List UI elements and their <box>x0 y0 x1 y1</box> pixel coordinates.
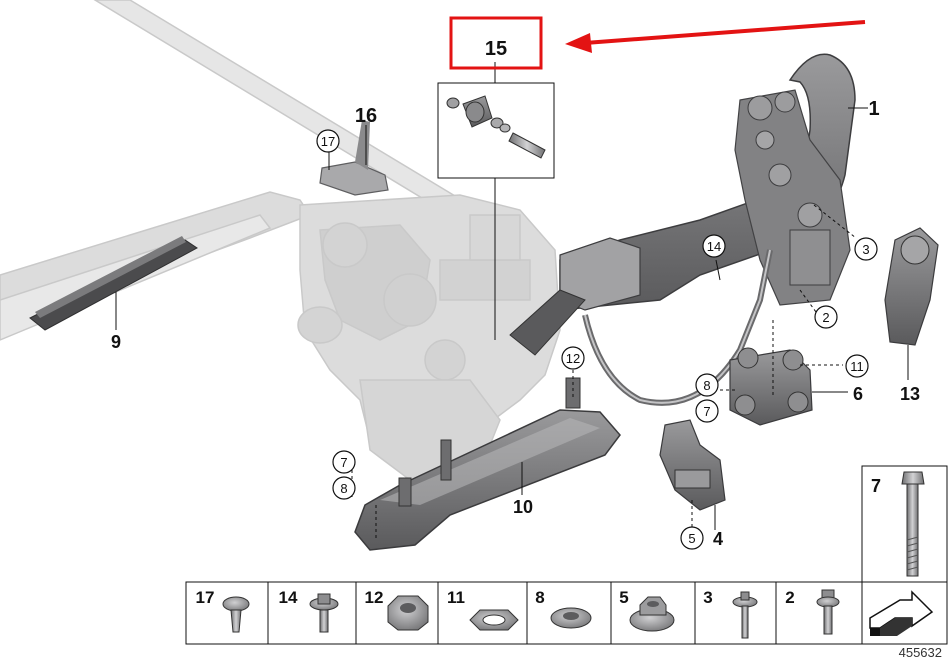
callout-16: 16 <box>355 105 377 127</box>
callout-circle-2: 2 <box>814 305 838 329</box>
legend-part-5-nut[interactable] <box>629 596 675 632</box>
ghost-seat-frame <box>0 0 561 481</box>
part-10-crossmember[interactable] <box>354 370 621 551</box>
legend-label-5: 5 <box>619 588 628 607</box>
legend-label-2: 12 <box>365 588 384 607</box>
part-link-arm <box>494 178 586 356</box>
callout-circle-14: 14 <box>702 234 726 258</box>
callout-circle-8-right: 8 <box>695 373 719 397</box>
legend-label-4: 8 <box>535 588 544 607</box>
callout-9: 9 <box>111 332 121 352</box>
highlighted-part-number: 15 <box>485 38 507 60</box>
direction-arrow-icon <box>869 590 934 636</box>
part-15-detail-box[interactable] <box>437 62 555 179</box>
legend-part-8-washer[interactable] <box>550 607 592 629</box>
part-1-frame[interactable] <box>559 53 868 406</box>
svg-text:7: 7 <box>340 455 347 470</box>
svg-text:8: 8 <box>703 378 710 393</box>
callout-circle-7-right: 7 <box>695 399 719 423</box>
callout-13: 13 <box>900 384 920 404</box>
callout-6: 6 <box>853 384 863 404</box>
callout-circle-17: 17 <box>316 129 340 153</box>
callout-circle-5: 5 <box>680 526 704 550</box>
legend-label-3: 11 <box>447 588 465 607</box>
legend-label-1: 14 <box>279 588 298 607</box>
legend-part-3-screw[interactable] <box>732 591 758 639</box>
legend-part-14-bolt[interactable] <box>309 593 339 633</box>
callout-4: 4 <box>713 529 723 549</box>
svg-text:8: 8 <box>340 481 347 496</box>
callout-1: 1 <box>868 98 879 120</box>
callout-10: 10 <box>513 497 533 517</box>
part-13-motor[interactable] <box>884 227 939 380</box>
svg-text:14: 14 <box>707 239 721 254</box>
bolt-7-label: 7 <box>871 476 881 496</box>
svg-text:2: 2 <box>822 310 829 325</box>
callout-circle-11: 11 <box>845 354 869 378</box>
circled-callouts: 17 14 3 2 11 12 8 7 <box>316 129 878 550</box>
svg-text:7: 7 <box>703 404 710 419</box>
svg-text:3: 3 <box>862 242 869 257</box>
callout-circle-3: 3 <box>854 237 878 261</box>
bolt-7-detail-box[interactable]: 7 <box>861 465 948 583</box>
svg-text:5: 5 <box>688 531 695 546</box>
part-16-bracket[interactable] <box>319 120 389 196</box>
legend-label-7: 2 <box>785 588 794 607</box>
svg-text:11: 11 <box>850 359 864 374</box>
legend-part-12-nut[interactable] <box>387 595 429 631</box>
diagram-id: 455632 <box>899 645 942 660</box>
legend-part-17-screw[interactable] <box>222 596 250 633</box>
legend-label-0: 17 <box>196 588 215 607</box>
part-4-latch[interactable] <box>659 419 726 530</box>
callout-circle-7-left: 7 <box>332 450 356 474</box>
legend-part-11-nut[interactable] <box>469 609 519 631</box>
callout-labels: 1 4 6 9 10 13 16 <box>111 98 920 549</box>
part-6-bracket[interactable] <box>729 320 848 426</box>
svg-text:17: 17 <box>321 134 335 149</box>
legend-part-2-bolt[interactable] <box>816 589 840 635</box>
callout-circle-12: 12 <box>561 346 585 370</box>
svg-text:12: 12 <box>566 351 580 366</box>
callout-circle-8-left: 8 <box>332 476 356 500</box>
legend-label-6: 3 <box>703 588 712 607</box>
part-9-slider[interactable] <box>29 236 198 331</box>
highlight-marker <box>449 16 866 70</box>
fastener-legend: 17 14 12 11 8 5 3 2 <box>185 581 948 645</box>
